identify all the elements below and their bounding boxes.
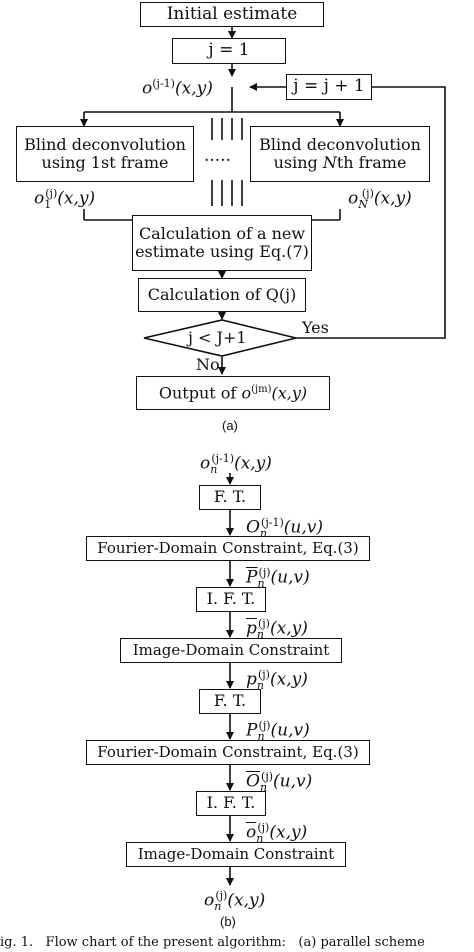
out-N-label: oN(j)(x,y) bbox=[348, 187, 412, 212]
parallel-bars bbox=[211, 118, 243, 206]
output-box: Output of o(jm)(x,y) bbox=[136, 376, 330, 410]
estimate-label: o(j-1)(x,y) bbox=[142, 77, 213, 99]
calc-new-line1: Calculation of a new bbox=[138, 223, 306, 243]
j-init-label: j = 1 bbox=[208, 40, 250, 61]
b-O-bar-label: On(j)(u,v) bbox=[246, 770, 313, 795]
blind-deconv-nth-box: Blind deconvolution using Nth frame bbox=[250, 126, 430, 182]
b-image-label-2: Image-Domain Constraint bbox=[137, 844, 335, 863]
initial-estimate-label: Initial estimate bbox=[166, 3, 298, 24]
b-fourier-box-1: Fourier-Domain Constraint, Eq.(3) bbox=[86, 536, 370, 561]
blind-nth-line2: using Nth frame bbox=[273, 153, 407, 172]
calc-new-line2: estimate using Eq.(7) bbox=[135, 242, 309, 261]
b-O-prev-label: On(j-1)(u,v) bbox=[246, 516, 323, 541]
figure-caption: ig. 1. Flow chart of the present algorit… bbox=[0, 935, 425, 950]
output-label: Output of o(jm)(x,y) bbox=[158, 382, 308, 402]
b-ft-box-1: F. T. bbox=[199, 485, 261, 510]
b-output-label: on(j)(x,y) bbox=[204, 889, 266, 914]
no-label: No bbox=[196, 355, 220, 374]
b-ift-box-2: I. F. T. bbox=[196, 791, 266, 816]
decision-diamond bbox=[143, 319, 297, 357]
decision-label: j < J+1 bbox=[188, 328, 247, 347]
calc-q-label: Calculation of Q(j) bbox=[147, 284, 297, 304]
j-increment-box: j = j + 1 bbox=[286, 74, 372, 100]
initial-estimate-box: Initial estimate bbox=[140, 2, 324, 27]
calc-new-estimate-box: Calculation of a new estimate using Eq.(… bbox=[132, 215, 312, 271]
ellipsis: ..... bbox=[204, 146, 232, 166]
j-init-box: j = 1 bbox=[172, 38, 286, 64]
calc-q-box: Calculation of Q(j) bbox=[138, 278, 306, 312]
b-ft-label-2: F. T. bbox=[213, 691, 247, 711]
caption-b: (b) bbox=[220, 914, 236, 929]
b-input-label: on(j-1)(x,y) bbox=[200, 452, 272, 477]
b-ft-label-1: F. T. bbox=[213, 487, 247, 507]
j-increment-label: j = j + 1 bbox=[293, 76, 365, 97]
b-o-bar-label: on(j)(x,y) bbox=[246, 821, 308, 846]
caption-a: (a) bbox=[222, 418, 238, 433]
b-ift-label-1: I. F. T. bbox=[206, 589, 256, 609]
blind-nth-line1: Blind deconvolution bbox=[259, 134, 421, 154]
blind-deconv-first-box: Blind deconvolution using 1st frame bbox=[16, 126, 194, 182]
b-image-box-1: Image-Domain Constraint bbox=[120, 638, 342, 663]
blind-first-line2: using 1st frame bbox=[41, 153, 169, 172]
b-fourier-label-2: Fourier-Domain Constraint, Eq.(3) bbox=[97, 742, 359, 761]
blind-first-line1: Blind deconvolution bbox=[24, 134, 186, 154]
b-fourier-box-2: Fourier-Domain Constraint, Eq.(3) bbox=[86, 740, 370, 765]
b-P-label: Pn(j)(u,v) bbox=[246, 719, 310, 744]
yes-loop bbox=[296, 86, 446, 339]
b-ift-box-1: I. F. T. bbox=[196, 587, 266, 612]
b-p-label: pn(j)(x,y) bbox=[246, 668, 308, 693]
b-image-label-1: Image-Domain Constraint bbox=[132, 640, 330, 659]
b-image-box-2: Image-Domain Constraint bbox=[126, 842, 346, 867]
b-ft-box-2: F. T. bbox=[199, 689, 261, 714]
b-fourier-label-1: Fourier-Domain Constraint, Eq.(3) bbox=[97, 538, 359, 557]
b-ift-label-2: I. F. T. bbox=[206, 793, 256, 813]
yes-label: Yes bbox=[302, 318, 329, 337]
out-1-label: o1(j)(x,y) bbox=[34, 187, 96, 212]
b-P-bar-label: Pn(j)(u,v) bbox=[246, 566, 310, 591]
b-p-bar-label: pn(j)(x,y) bbox=[246, 617, 308, 642]
